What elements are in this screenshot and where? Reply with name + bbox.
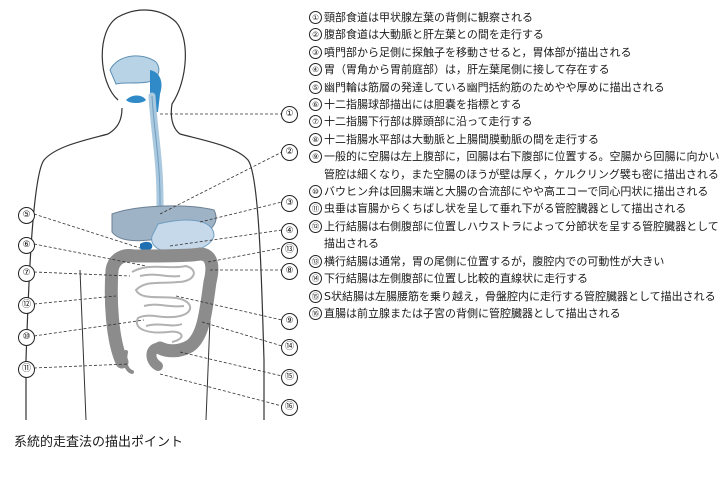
inner-arm-left bbox=[79, 269, 87, 421]
item-number: ⑫ bbox=[309, 219, 322, 233]
callout-10: ⑩ bbox=[18, 329, 35, 346]
callout-9: ⑨ bbox=[281, 313, 298, 330]
item-text: S状結腸は左腸腰筋を乗り越え，骨盤腔内に走行する管腔臓器として描出される bbox=[324, 289, 716, 303]
item-text: 虫垂は盲腸からくちばし状を呈して垂れ下がる管腔臓器として描出される bbox=[324, 202, 687, 216]
item-text: 十二指腸球部描出には胆嚢を指標とする bbox=[324, 98, 522, 112]
callout-1: ① bbox=[281, 106, 298, 123]
item-number: ⑥ bbox=[309, 98, 322, 112]
small-intestine bbox=[131, 264, 195, 343]
item-text: 幽門輪は筋層の発達している幽門括約筋のためやや厚めに描出される bbox=[324, 80, 665, 94]
item-number: ⑨ bbox=[309, 150, 322, 164]
callout-5: ⑤ bbox=[18, 207, 35, 224]
callout-15: ⑮ bbox=[281, 369, 298, 386]
item-number: ⑩ bbox=[309, 185, 322, 199]
item-text: 下行結腸は左側腹部に位置し比較的直線状に走行する bbox=[324, 272, 588, 286]
callout-6: ⑥ bbox=[18, 237, 35, 254]
callout-8: ⑧ bbox=[281, 263, 298, 280]
sigmoid-rectum bbox=[146, 342, 165, 371]
item-text: 十二指腸下行部は膵頭部に沿って走行する bbox=[324, 115, 533, 129]
figure-caption: 系統的走査法の描出ポイント bbox=[14, 435, 184, 450]
item-number: ⑦ bbox=[309, 115, 322, 129]
item-text: 上行結腸は右側腹部に位置しハウストラによって分節状を呈する管腔臓器として描出され… bbox=[324, 219, 719, 251]
item-text: 胃（胃角から胃前庭部）は，肝左葉尾側に接して存在する bbox=[324, 63, 610, 77]
esophagus-edge bbox=[151, 95, 161, 226]
item-number: ⑭ bbox=[309, 272, 322, 286]
item-number: ⑪ bbox=[309, 202, 322, 216]
body-outline bbox=[101, 9, 265, 420]
item-number: ② bbox=[309, 28, 322, 42]
callout-4: ④ bbox=[281, 223, 298, 240]
item-number: ⑧ bbox=[309, 132, 322, 146]
pylorus bbox=[140, 241, 153, 251]
callout-2: ② bbox=[281, 144, 298, 161]
item-text: 直腸は前立腺または子宮の背側に管腔臓器として描出される bbox=[324, 306, 621, 320]
item-text: 横行結腸は通常，胃の尾側に位置するが，腹腔内での可動性が大きい bbox=[324, 254, 665, 268]
item-text: バウヒン弁は回腸末端と大腸の合流部にやや高エコーで同心円状に描出される bbox=[324, 185, 709, 199]
item-text: 一般的に空腸は左上腹部に，回腸は右下腹部に位置する。空腸から回腸に向かい管腔は細… bbox=[324, 150, 720, 181]
colon bbox=[104, 247, 219, 369]
callout-16: ⑯ bbox=[281, 399, 298, 416]
item-number: ⑮ bbox=[309, 289, 322, 303]
appendix bbox=[123, 350, 134, 374]
item-number: ⑯ bbox=[309, 306, 322, 320]
callout-12: ⑫ bbox=[18, 297, 35, 314]
callout-7: ⑦ bbox=[18, 265, 35, 282]
item-text: 頸部食道は甲状腺左葉の背側に観察される bbox=[324, 11, 533, 24]
leader-lines bbox=[33, 113, 283, 407]
item-number: ⑬ bbox=[309, 254, 322, 268]
item-number: ④ bbox=[309, 63, 322, 77]
callout-11: ⑪ bbox=[18, 361, 35, 378]
item-number: ⑤ bbox=[309, 80, 322, 94]
body-outline-left bbox=[25, 107, 123, 420]
callout-3: ③ bbox=[281, 195, 298, 212]
item-number: ③ bbox=[309, 45, 322, 59]
item-text: 十二指腸水平部は大動脈と上腸間膜動脈の間を走行する bbox=[324, 132, 599, 146]
item-text: 腹部食道は大動脈と肝左葉との間を走行する bbox=[324, 28, 544, 42]
callout-14: ⑭ bbox=[281, 339, 298, 356]
callout-13: ⑬ bbox=[281, 242, 298, 259]
item-text: 噴門部から足側に探触子を移動させると，胃体部が描出される bbox=[324, 45, 632, 59]
stomach bbox=[151, 219, 215, 253]
anatomy-figure: ① ② ③ ④ ⑬ ⑧ ⑨ ⑭ ⑮ ⑯ ⑤ ⑥ ⑦ ⑫ ⑩ ⑪ bbox=[0, 0, 310, 430]
item-number: ① bbox=[309, 11, 322, 24]
tongue bbox=[126, 95, 146, 103]
anatomy-illustration bbox=[25, 9, 283, 421]
